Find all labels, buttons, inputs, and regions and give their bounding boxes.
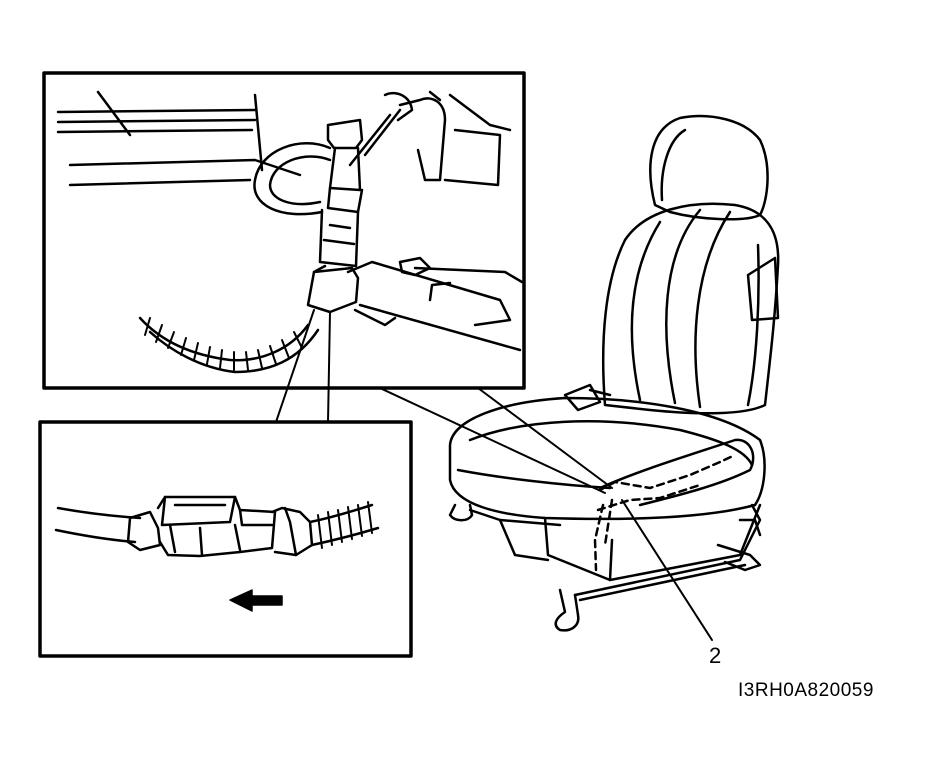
disconnect-detail-inset — [38, 420, 413, 658]
connector-housing-upper — [326, 118, 364, 150]
connector-housing-lower — [306, 266, 360, 314]
figure-code: I3RH0A820059 — [738, 680, 874, 701]
seat-rail-front — [448, 503, 474, 522]
connector-body-left — [126, 510, 162, 552]
callout-number-2: 2 — [709, 643, 722, 668]
seat-backrest — [601, 202, 780, 415]
seat-cushion — [448, 396, 766, 521]
connector-body-center — [156, 495, 277, 558]
seat-rail-rear — [716, 543, 762, 572]
seat-headrest — [649, 114, 769, 221]
wire-harness — [138, 316, 310, 362]
disconnect-direction-arrow — [229, 589, 283, 612]
zoom-leader-lines — [275, 309, 331, 423]
inset-leader-lines — [379, 387, 613, 494]
seat — [448, 114, 780, 632]
connector-detail-inset — [42, 71, 526, 390]
callout-2-leader — [621, 499, 713, 641]
wire-harness-detail — [308, 503, 374, 524]
